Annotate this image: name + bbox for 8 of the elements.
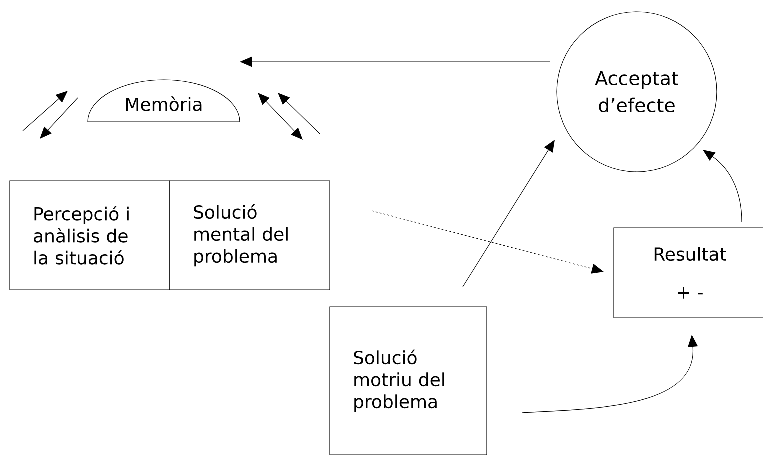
arrow bbox=[703, 150, 742, 222]
process-box: Solució motriu del problema bbox=[330, 306, 488, 456]
arrow bbox=[462, 140, 555, 288]
process-box: Percepció i anàlisis de la situació bbox=[10, 180, 170, 290]
arrow bbox=[372, 210, 604, 274]
result-box: Resultat + - bbox=[614, 228, 763, 318]
memory-dome: Memòria bbox=[88, 80, 240, 122]
process-box: Solució mental del problema bbox=[170, 180, 330, 290]
